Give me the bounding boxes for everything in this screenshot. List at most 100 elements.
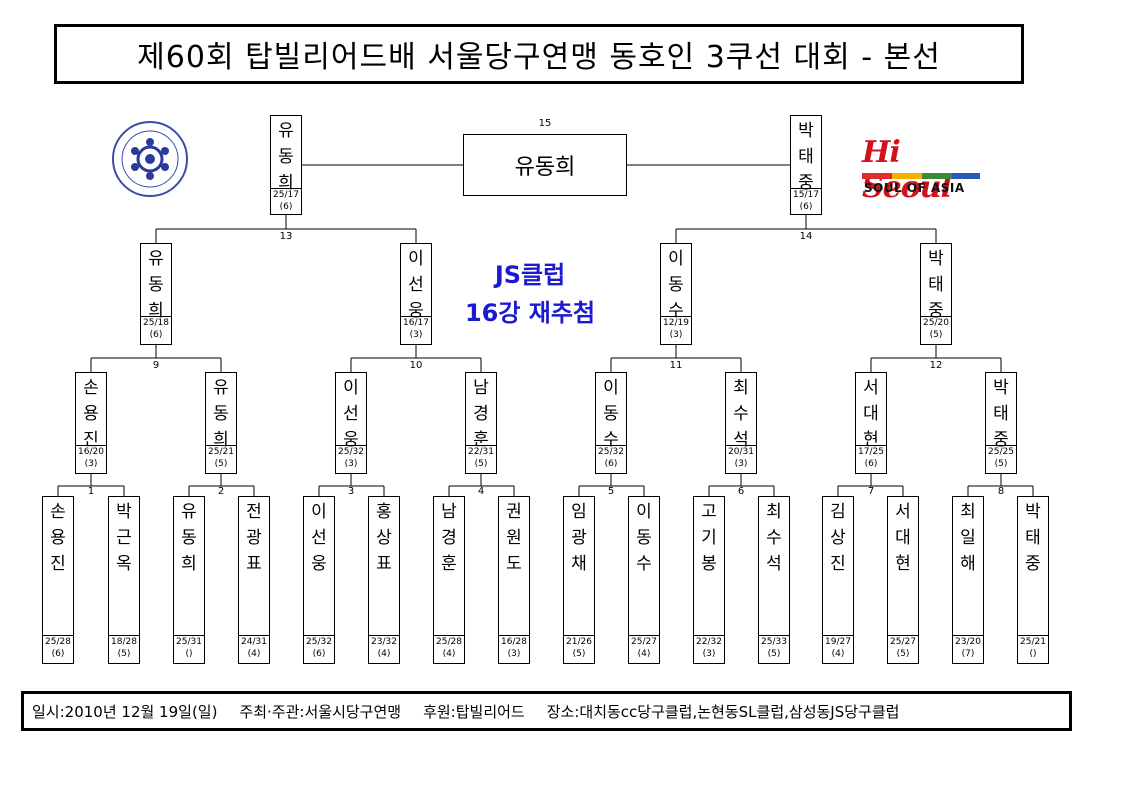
inning-value: (): [1029, 649, 1037, 659]
inning-value: (4): [247, 649, 261, 659]
match-number-r16: 4: [477, 486, 485, 497]
score-label: 25/17(6): [271, 188, 301, 213]
score-label: 25/27(5): [888, 635, 918, 660]
score-label: 22/31(5): [466, 445, 496, 470]
inning-value: (6): [864, 459, 878, 469]
inning-value: (5): [214, 459, 228, 469]
score-value: 25/20: [923, 318, 949, 328]
inning-value: (3): [669, 330, 683, 340]
score-value: 25/32: [338, 447, 364, 457]
score-value: 25/32: [598, 447, 624, 457]
footer-sponsor: 후원:탑빌리어드: [423, 702, 525, 721]
inning-value: (3): [409, 330, 423, 340]
score-label: 25/33(5): [759, 635, 789, 660]
score-value: 15/17: [793, 190, 819, 200]
match-number-sf: 14: [799, 231, 813, 242]
score-label: 22/32(3): [694, 635, 724, 660]
score-value: 25/33: [761, 637, 787, 647]
inning-value: (): [185, 649, 193, 659]
match-number-sf: 13: [279, 231, 293, 242]
score-value: 20/31: [728, 447, 754, 457]
match-number-r16: 2: [217, 486, 225, 497]
score-value: 25/21: [1020, 637, 1046, 647]
score-value: 23/32: [371, 637, 397, 647]
score-value: 25/28: [45, 637, 71, 647]
score-label: 25/32(6): [596, 445, 626, 470]
inning-value: (5): [994, 459, 1008, 469]
inning-value: (7): [961, 649, 975, 659]
score-value: 23/20: [955, 637, 981, 647]
score-label: 25/31 (): [174, 635, 204, 660]
inning-value: (3): [507, 649, 521, 659]
match-number-r16: 8: [997, 486, 1005, 497]
score-label: 23/20 (7): [953, 635, 983, 660]
score-label: 12/19(3): [661, 316, 691, 341]
match-number-qf: 12: [929, 360, 943, 371]
inning-value: (4): [442, 649, 456, 659]
inning-value: (3): [734, 459, 748, 469]
score-value: 19/27: [825, 637, 851, 647]
match-number-r16: 5: [607, 486, 615, 497]
footer-info: 일시:2010년 12월 19일(일) 주최·주관:서울시당구연맹 후원:탑빌리…: [21, 691, 1072, 731]
score-value: 22/31: [468, 447, 494, 457]
score-label: 25/18(6): [141, 316, 171, 341]
score-value: 21/26: [566, 637, 592, 647]
score-value: 16/28: [501, 637, 527, 647]
announcement-line1: JS클럽: [494, 261, 566, 289]
score-value: 25/31: [176, 637, 202, 647]
footer-venue: 장소:대치동cc당구클럽,논현동SL클럽,삼성동JS당구클럽: [546, 702, 900, 721]
score-label: 25/21 (): [1018, 635, 1048, 660]
footer-date: 일시:2010년 12월 19일(일): [32, 702, 218, 721]
score-value: 24/31: [241, 637, 267, 647]
score-label: 25/32(3): [336, 445, 366, 470]
hi-seoul-logo: Hi Seoul SOUL OF ASIA: [862, 135, 987, 205]
match-number-final: 15: [538, 118, 552, 129]
inning-value: (5): [929, 330, 943, 340]
score-label: 23/32 (4): [369, 635, 399, 660]
inning-value: (3): [84, 459, 98, 469]
inning-value: (4): [637, 649, 651, 659]
score-label: 25/32(6): [304, 635, 334, 660]
score-value: 25/18: [143, 318, 169, 328]
footer-host: 주최·주관:서울시당구연맹: [239, 702, 402, 721]
inning-value: (4): [377, 649, 391, 659]
score-label: 25/28(6): [43, 635, 73, 660]
score-label: 16/17(3): [401, 316, 431, 341]
score-value: 17/25: [858, 447, 884, 457]
score-value: 25/27: [631, 637, 657, 647]
inning-value: (4): [831, 649, 845, 659]
